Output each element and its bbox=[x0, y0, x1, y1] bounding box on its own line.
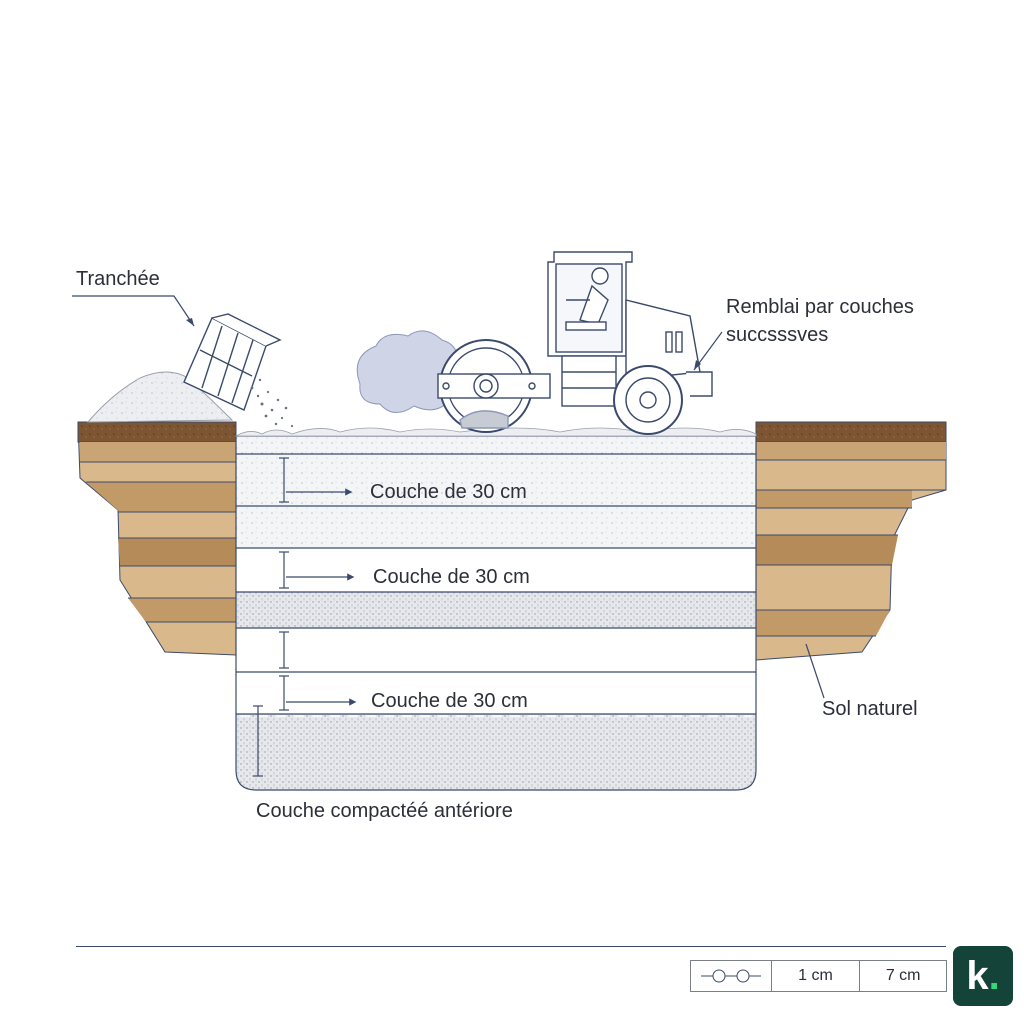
left-soil-bank bbox=[77, 421, 237, 656]
dump-bucket bbox=[183, 313, 282, 411]
footer-rule bbox=[76, 946, 946, 947]
label-couche-3: Couche de 30 cm bbox=[371, 690, 528, 712]
right-soil-bank bbox=[755, 421, 947, 661]
logo-letter: k bbox=[966, 953, 989, 998]
label-sol-naturel: Sol naturel bbox=[822, 698, 918, 720]
dimension-markers bbox=[253, 457, 357, 777]
remblai-leader bbox=[693, 331, 723, 371]
scale-cell-2: 7 cm bbox=[885, 967, 921, 984]
logo-dot: . bbox=[988, 953, 1000, 998]
scale-chain-icon bbox=[691, 961, 772, 991]
sol-naturel-leader bbox=[805, 643, 825, 699]
scale-bar: 1 cm 7 cm bbox=[690, 960, 947, 992]
label-tranchee: Tranchée bbox=[76, 268, 160, 290]
scale-cell-1: 1 cm bbox=[772, 961, 861, 991]
spoil-pile bbox=[86, 371, 234, 423]
tranchee-leader bbox=[72, 295, 195, 327]
falling-material bbox=[250, 378, 294, 428]
label-couche-1: Couche de 30 cm bbox=[370, 481, 527, 503]
brand-logo: k. bbox=[953, 946, 1013, 1006]
compactor-roller bbox=[437, 251, 713, 435]
label-couche-anterieure: Couche compactéé antériore bbox=[256, 800, 513, 822]
label-remblai-line1: Remblai par couches bbox=[726, 296, 914, 318]
label-remblai-line2: succsssves bbox=[726, 324, 829, 346]
label-couche-2: Couche de 30 cm bbox=[373, 566, 530, 588]
